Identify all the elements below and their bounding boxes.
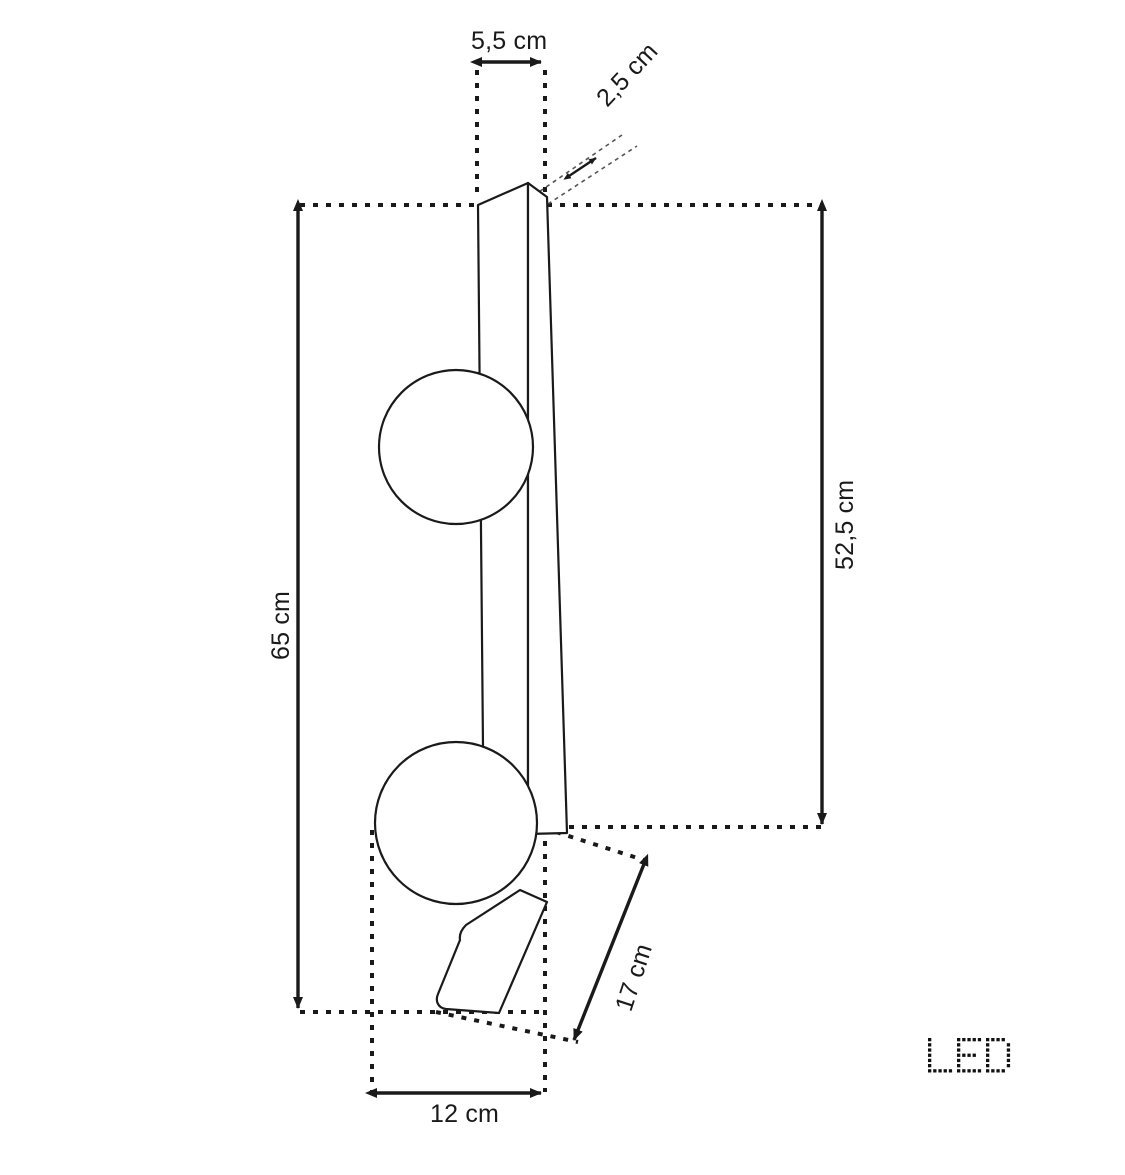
globe-upper <box>377 368 535 526</box>
dimension-arrows <box>293 57 827 1098</box>
body-right-face <box>526 181 569 836</box>
guide-lines <box>300 70 822 1092</box>
base-arm <box>435 888 549 1015</box>
guide-lines-depth <box>532 134 638 205</box>
dimension-label-height-total: 65 cm <box>267 590 295 660</box>
dimension-label-width-top: 5,5 cm <box>471 27 548 55</box>
guide-slant-upper <box>555 830 651 864</box>
guide-depth-upper <box>532 134 623 197</box>
arrow-depth-base <box>572 853 649 1041</box>
led-logo <box>928 1038 1011 1073</box>
product-outline <box>373 181 569 1015</box>
guide-slant-lower <box>435 1010 579 1044</box>
arrow-depth-top <box>563 157 597 180</box>
dimension-label-height-body: 52,5 cm <box>831 479 859 570</box>
guide-depth-lower <box>547 145 638 205</box>
globe-lower <box>373 740 539 906</box>
dimension-label-width-base: 12 cm <box>430 1100 500 1128</box>
